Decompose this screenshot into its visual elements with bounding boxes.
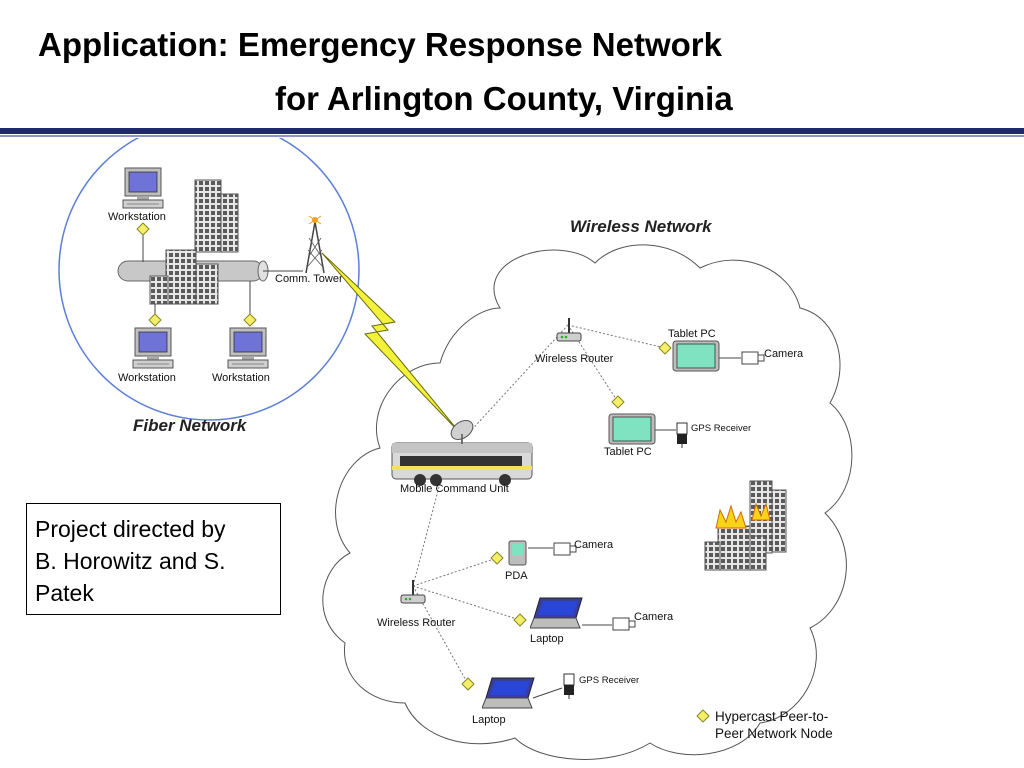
tablet-mid-label: Tablet PC [604,446,652,458]
satellite-dish-icon [450,419,474,444]
title-rule [0,128,1024,134]
camera-laptop-label: Camera [634,611,674,623]
node-diamond-icon [696,709,710,723]
comm-tower-label: Comm. Tower [275,273,343,285]
project-line-3: Patek [35,580,94,606]
building-icon [149,249,219,305]
network-diagram: Wireless Network Fiber Network Workstati… [58,138,853,760]
workstation-br-label: Workstation [212,372,270,384]
workstation-bl-label: Workstation [118,372,176,384]
comm-tower-icon [305,215,325,274]
project-line-2: B. Horowitz and S. [35,548,226,574]
fiber-network-label: Fiber Network [133,416,248,435]
building-icon [194,179,239,253]
legend-line-1: Hypercast Peer-to- [715,709,828,724]
tablet-icon [672,340,720,372]
router-bottom-label: Wireless Router [377,617,456,629]
fiber-network-circle [58,138,360,421]
project-credit-box: Project directed by B. Horowitz and S. P… [26,503,281,615]
title-rule-accent [0,135,1024,137]
laptop-mid-label: Laptop [530,633,564,645]
laptop-bottom-label: Laptop [472,714,506,726]
camera-top-label: Camera [764,348,804,360]
page-subtitle: for Arlington County, Virginia [275,80,733,117]
project-line-1: Project directed by [35,516,226,542]
legend-line-2: Peer Network Node [715,726,833,741]
router-top-label: Wireless Router [535,353,614,365]
wireless-links [412,324,666,685]
workstation-icon [132,327,174,369]
pda-icon [508,540,527,566]
tablet-icon [608,413,656,445]
tablet-top-label: Tablet PC [668,328,716,340]
gps-mid-label: GPS Receiver [691,423,751,434]
camera-pda-label: Camera [574,539,614,551]
bus-icon [391,442,533,486]
wireless-network-label: Wireless Network [570,217,713,236]
wireless-cloud [322,244,853,760]
workstation-top-label: Workstation [108,211,166,223]
burning-building-icon [704,480,787,571]
workstation-icon [227,327,269,369]
device-links [528,357,741,699]
pda-label: PDA [505,570,528,582]
mobile-command-label: Mobile Command Unit [400,483,509,495]
page-title: Application: Emergency Response Network [38,26,722,63]
node-diamond-icon [136,222,672,691]
workstation-icon [122,167,164,209]
gps-bottom-label: GPS Receiver [579,675,639,686]
